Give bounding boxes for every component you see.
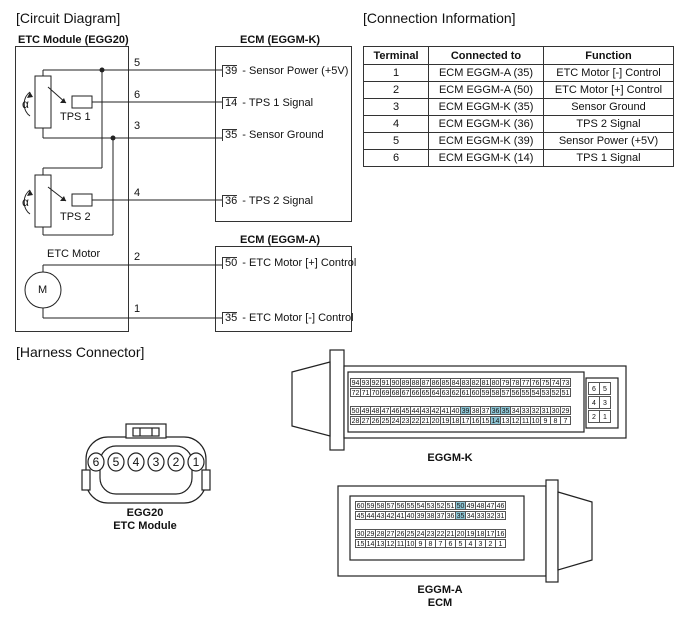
etc-module-box [15, 46, 129, 332]
wire-number: 1 [134, 303, 141, 315]
connector-pin: 29 [560, 406, 571, 415]
egg20-caption-line: ETC Module [113, 520, 177, 532]
column-header: Connected to [428, 46, 544, 65]
egg20-pin: 1 [193, 455, 200, 469]
column-header: Terminal [363, 46, 429, 65]
eggm-a-caption-line: EGGM-A [417, 584, 463, 596]
ecm-a-box [215, 246, 352, 332]
egg20-caption: EGG20 ETC Module [100, 507, 190, 533]
tps1-label: TPS 1 [60, 111, 91, 123]
connector-pin: 1 [495, 539, 506, 548]
connector-pin: 1 [599, 410, 611, 423]
connection-info-heading: [Connection Information] [363, 10, 516, 26]
ecm-k-terminal: 36 - TPS 2 Signal [222, 195, 313, 207]
wire-number: 6 [134, 89, 141, 101]
ecm-a-terminal: 35 - ETC Motor [-] Control [222, 312, 354, 324]
cell: TPS 1 Signal [543, 149, 674, 167]
cell: ECM EGGM-K (35) [428, 98, 544, 116]
alpha-symbol-1: α [22, 97, 29, 111]
column-header: Function [543, 46, 674, 65]
etc-motor-label: ETC Motor [47, 248, 101, 260]
cell: ECM EGGM-K (14) [428, 149, 544, 167]
cell: ECM EGGM-K (39) [428, 132, 544, 150]
egg20-pin: 2 [173, 455, 180, 469]
alpha-symbol-2: α [22, 195, 29, 209]
egg20-pin: 5 [113, 455, 120, 469]
connector-pin: 73 [560, 378, 571, 387]
connector-pin: 3 [599, 396, 611, 409]
eggm-a-caption: EGGM-A ECM [390, 584, 490, 610]
wire-number: 2 [134, 251, 141, 263]
ecm-k-terminal: 39 - Sensor Power (+5V) [222, 65, 348, 77]
cell: Sensor Power (+5V) [543, 132, 674, 150]
connector-pin: 7 [560, 416, 571, 425]
eggm-k-caption: EGGM-K [427, 452, 473, 464]
ecm-k-box [215, 46, 352, 222]
tps2-label: TPS 2 [60, 211, 91, 223]
wire-number: 3 [134, 120, 141, 132]
connector-pin: 5 [599, 382, 611, 395]
table-header-row: Terminal Connected to Function [363, 46, 674, 65]
motor-symbol: M [38, 284, 48, 296]
eggm-a-caption-line: ECM [427, 597, 453, 609]
egg20-pin: 4 [133, 455, 140, 469]
etc-module-title: ETC Module (EGG20) [18, 34, 129, 46]
harness-connector-heading: [Harness Connector] [16, 344, 145, 360]
cell: TPS 2 Signal [543, 115, 674, 133]
wire-number: 4 [134, 187, 141, 199]
connector-pin: 51 [560, 388, 571, 397]
connector-pin: 46 [495, 501, 506, 510]
ecm-a-terminal: 50 - ETC Motor [+] Control [222, 257, 356, 269]
circuit-diagram-heading: [Circuit Diagram] [16, 10, 121, 26]
connector-pin: 31 [495, 511, 506, 520]
ecm-k-terminal: 35 - Sensor Ground [222, 129, 324, 141]
wire-number: 5 [134, 57, 141, 69]
egg20-pin: 3 [153, 455, 160, 469]
ecm-k-terminal: 14 - TPS 1 Signal [222, 97, 313, 109]
ecm-k-title: ECM (EGGM-K) [240, 34, 321, 46]
connector-pin: 16 [495, 529, 506, 538]
egg20-caption-line: EGG20 [126, 507, 164, 519]
ecm-a-title: ECM (EGGM-A) [240, 234, 321, 246]
egg20-pin: 6 [93, 455, 100, 469]
